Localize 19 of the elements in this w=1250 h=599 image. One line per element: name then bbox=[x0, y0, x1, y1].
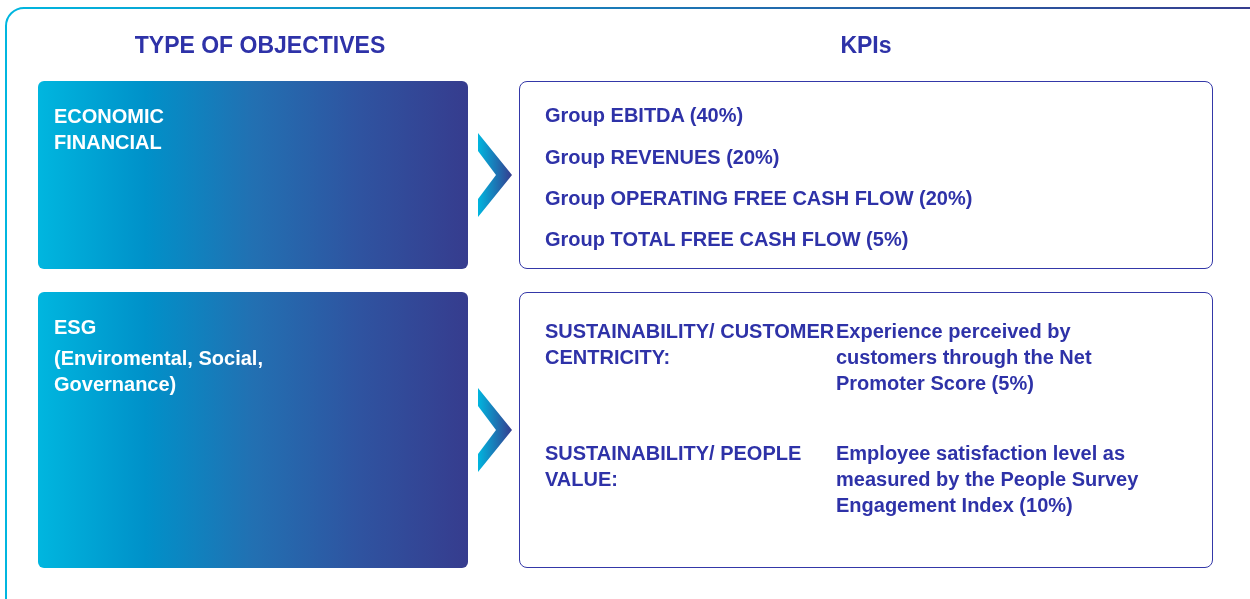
kpi-text: Employee satisfaction level as measured by the People Survey Engagement Index (10%) bbox=[836, 441, 1140, 518]
column-heading: TYPE OF OBJECTIVES bbox=[133, 32, 387, 59]
chevron-arrow bbox=[478, 133, 512, 217]
chevron-arrow bbox=[478, 388, 512, 472]
kpi-text: Group EBITDA (40%) bbox=[545, 103, 745, 128]
objective-text: ECONOMIC FINANCIAL bbox=[54, 104, 165, 155]
objective-text: (Enviromental, Social, Governance) bbox=[54, 346, 264, 397]
kpi-text: Group OPERATING FREE CASH FLOW (20%) bbox=[545, 186, 974, 211]
kpi-text: SUSTAINABILITY/ PEOPLE VALUE: bbox=[545, 441, 803, 492]
kpi-text: SUSTAINABILITY/ CUSTOMER CENTRICITY: bbox=[545, 319, 835, 370]
kpi-text: Experience perceived by customers through the Net Promoter Score (5%) bbox=[836, 319, 1093, 396]
objective-box bbox=[38, 81, 468, 269]
objective-text: ESG bbox=[54, 315, 98, 340]
kpi-text: Group REVENUES (20%) bbox=[545, 145, 781, 170]
kpi-box bbox=[519, 292, 1213, 568]
kpi-text: Group TOTAL FREE CASH FLOW (5%) bbox=[545, 227, 910, 252]
kpi-box bbox=[519, 81, 1213, 269]
column-heading: KPIs bbox=[839, 32, 893, 59]
objective-box bbox=[38, 292, 468, 568]
